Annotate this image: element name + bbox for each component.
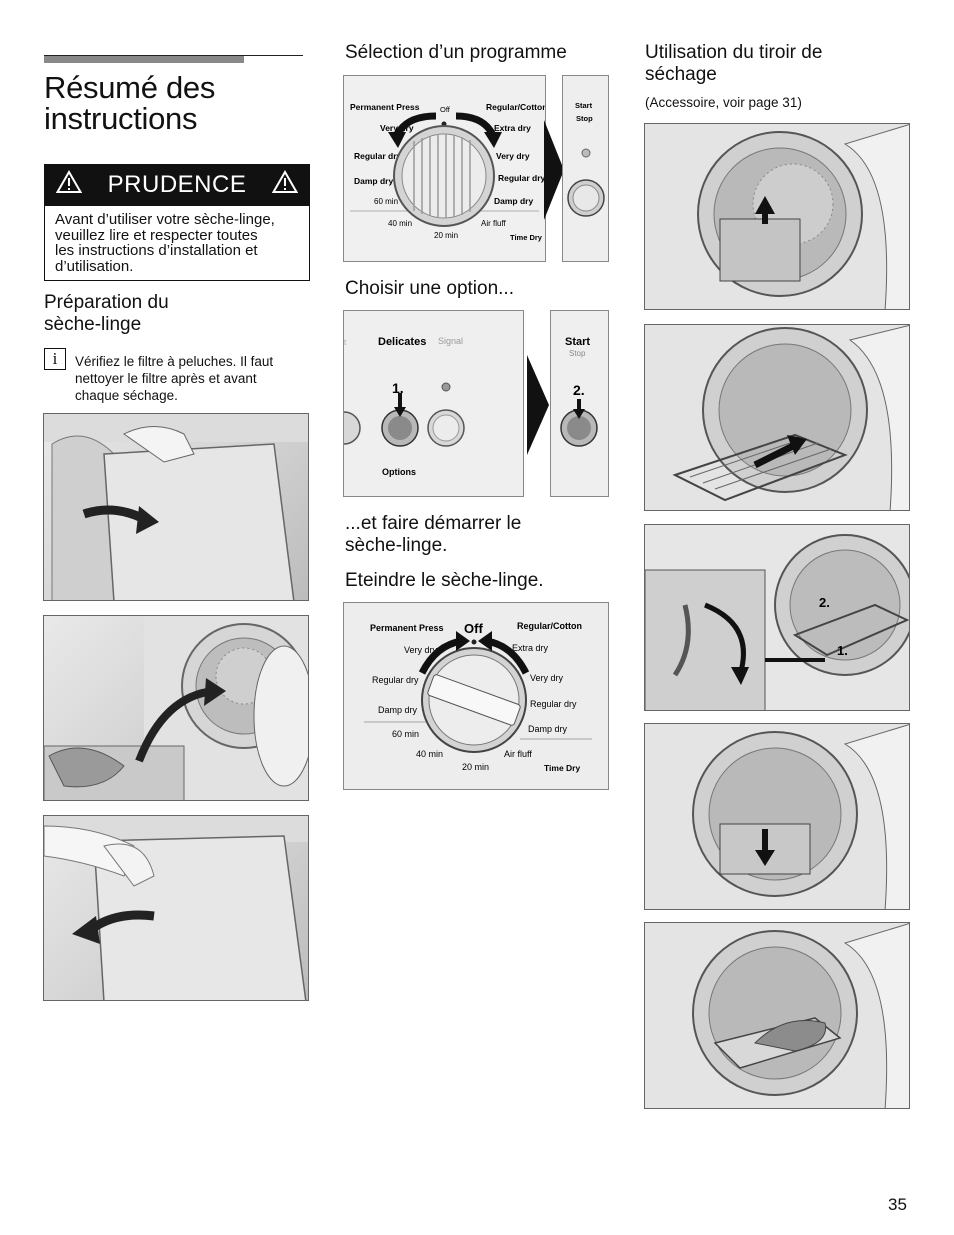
signal-light-icon xyxy=(441,382,451,392)
dial-label-40min: 40 min xyxy=(388,219,412,228)
page-title-line1: Résumé des xyxy=(44,70,216,105)
cropped-label: t xyxy=(344,338,347,347)
dial-label-permanent-press: Permanent Press xyxy=(350,102,420,112)
caution-line: les instructions d’installation et xyxy=(55,242,258,259)
start-heading-line2: sèche-linge. xyxy=(345,535,448,556)
dial-label-extra-dry: Extra dry xyxy=(494,123,531,133)
dial-label-damp-dry-left: Damp dry xyxy=(378,705,418,715)
preparation-heading: Préparation du sèche-linge xyxy=(44,292,169,336)
dial-label-off: Off xyxy=(440,105,451,114)
dial-label-extra-dry: Extra dry xyxy=(512,643,549,653)
remove-filter-illustration xyxy=(644,123,910,310)
dial-label-time-dry: Time Dry xyxy=(510,233,543,242)
dial-label-regular-dry-right: Regular dry xyxy=(498,173,546,183)
open-door-illustration xyxy=(43,413,309,601)
start-heading-line1: ...et faire démarrer le xyxy=(345,513,522,534)
off-heading: Eteindre le sèche-linge. xyxy=(345,570,544,591)
start-panel: Start Stop 2. xyxy=(550,310,609,497)
dial-label-very-dry-right: Very dry xyxy=(530,673,564,683)
program-dial[interactable] xyxy=(421,647,527,753)
note-line: nettoyer le filtre après et avant xyxy=(75,371,257,386)
dial-label-60min: 60 min xyxy=(374,197,398,206)
place-rack-illustration xyxy=(644,723,910,910)
signal-label: Signal xyxy=(438,336,463,346)
right-arrow-icon xyxy=(527,355,549,460)
program-dial-panel: Permanent Press Off Regular/Cotton Very … xyxy=(343,75,546,262)
preparation-heading-line1: Préparation du xyxy=(44,292,169,313)
note-line: chaque séchage. xyxy=(75,388,178,403)
start-stop-panel: Start Stop xyxy=(562,75,609,262)
options-panel: t Delicates Signal 1. Options xyxy=(343,310,524,497)
dial-label-40min: 40 min xyxy=(416,749,443,759)
stop-label: Stop xyxy=(569,349,586,358)
warning-icon xyxy=(55,169,83,201)
right-arrow-icon xyxy=(544,120,564,225)
title-rule-thin xyxy=(44,55,303,56)
title-rule-thick xyxy=(44,56,244,63)
insert-rack-illustration xyxy=(644,324,910,511)
dial-label-regular-cotton: Regular/Cotton xyxy=(517,621,582,631)
dial-label-very-dry-right: Very dry xyxy=(496,151,530,161)
start-heading: ...et faire démarrer le sèche-linge. xyxy=(345,513,521,557)
indicator-light-icon xyxy=(581,148,591,158)
caution-line: veuillez lire et respecter toutes xyxy=(55,226,258,244)
drawer-subnote: (Accessoire, voir page 31) xyxy=(645,95,802,110)
dial-label-very-dry-left: Very dry xyxy=(404,645,438,655)
delicates-button[interactable] xyxy=(381,409,419,447)
caution-label: PRUDENCE xyxy=(107,171,247,198)
dial-label-air-fluff: Air fluff xyxy=(504,749,532,759)
drawer-step1-label: 1. xyxy=(837,643,848,658)
dial-label-regular-cotton: Regular/Cotton xyxy=(486,102,546,112)
dial-label-very-dry-left: Very dry xyxy=(380,123,414,133)
info-icon: i xyxy=(44,348,66,370)
program-dial[interactable] xyxy=(393,125,495,227)
start-button[interactable] xyxy=(567,179,605,217)
dial-label-60min: 60 min xyxy=(392,729,419,739)
drawer-step2-label: 2. xyxy=(819,595,830,610)
dial-label-20min: 20 min xyxy=(462,762,489,772)
attach-rack-illustration: 2. 1. xyxy=(644,524,910,711)
dial-label-regular-dry-right: Regular dry xyxy=(530,699,577,709)
start-button[interactable] xyxy=(560,409,598,447)
dial-label-time-dry: Time Dry xyxy=(544,763,580,773)
options-label: Options xyxy=(382,467,416,477)
rack-with-shoe-illustration xyxy=(644,922,910,1109)
dial-label-regular-dry-left: Regular dry xyxy=(372,675,419,685)
dial-label-20min: 20 min xyxy=(434,231,458,240)
step1-label: 1. xyxy=(392,380,404,396)
dial-label-damp-dry-right: Damp dry xyxy=(494,196,533,206)
off-dial-panel: Permanent Press Off Regular/Cotton Very … xyxy=(343,602,609,790)
option-heading: Choisir une option... xyxy=(345,278,514,299)
load-laundry-illustration xyxy=(43,615,309,801)
caution-line: Avant d’utiliser votre sèche-linge, xyxy=(55,211,275,228)
dial-label-permanent-press: Permanent Press xyxy=(370,623,444,633)
step2-label: 2. xyxy=(573,382,585,398)
start-label: Start xyxy=(565,336,590,348)
page-title: Résumé des instructions xyxy=(44,72,304,134)
stop-label: Stop xyxy=(576,114,593,123)
caution-text: Avant d’utiliser votre sèche-linge, veui… xyxy=(44,206,310,281)
caution-line: d’utilisation. xyxy=(55,257,134,275)
dial-label-regular-dry-left: Regular dry xyxy=(354,151,402,161)
page-number: 35 xyxy=(888,1195,907,1214)
drawer-heading-line1: Utilisation du tiroir de xyxy=(645,42,823,63)
dial-label-air-fluff: Air fluff xyxy=(481,219,507,228)
drawer-heading: Utilisation du tiroir de séchage xyxy=(645,42,822,86)
warning-icon xyxy=(271,169,299,201)
note-line: Vérifiez le filtre à peluches. Il faut xyxy=(75,354,274,369)
delicates-label: Delicates xyxy=(378,336,426,348)
dial-label-damp-dry-left: Damp dry xyxy=(354,176,393,186)
selection-heading: Sélection d’un programme xyxy=(345,42,567,63)
dial-label-off: Off xyxy=(464,621,483,636)
close-door-illustration xyxy=(43,815,309,1001)
page-title-line2: instructions xyxy=(44,101,198,136)
preparation-note: Vérifiez le filtre à peluches. Il faut n… xyxy=(75,353,305,404)
preparation-heading-line2: sèche-linge xyxy=(44,314,142,335)
dial-label-damp-dry-right: Damp dry xyxy=(528,724,568,734)
signal-button[interactable] xyxy=(427,409,465,447)
drawer-heading-line2: séchage xyxy=(645,64,717,85)
caution-header: PRUDENCE xyxy=(44,164,310,206)
start-label: Start xyxy=(575,101,593,110)
